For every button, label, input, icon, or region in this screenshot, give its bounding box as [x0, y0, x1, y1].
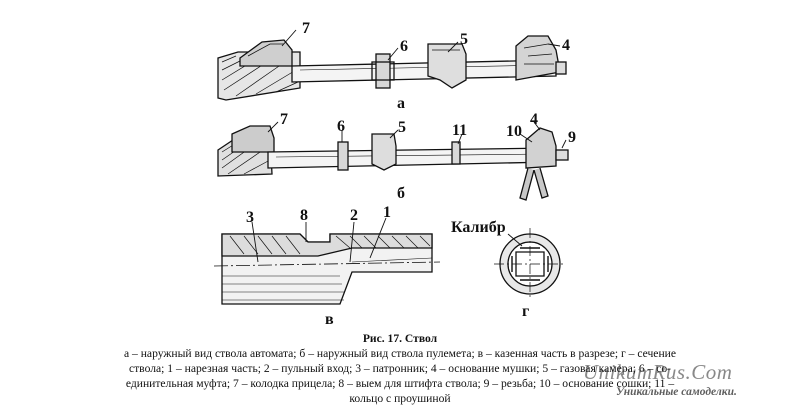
- label-b-6: 6: [337, 118, 345, 135]
- watermark-tagline: Уникальные самоделки.: [616, 386, 737, 398]
- label-v-2: 2: [350, 207, 358, 224]
- watermark-site: UnikumRus.Com: [583, 360, 733, 384]
- caption-line-4: кольцо с проушиной: [349, 392, 451, 405]
- label-a-4: 4: [562, 37, 570, 54]
- leader-lines: [267, 29, 567, 149]
- label-b-11: 11: [452, 122, 467, 139]
- caption-line-3: единительная муфта; 7 – колодка прицела;…: [125, 377, 675, 390]
- figure-a-drawing: [217, 35, 567, 101]
- caliber-label: Калибр: [451, 219, 506, 236]
- figure-caption: Рис. 17. Ствол а – наружный вид ствола а…: [60, 331, 740, 406]
- caption-title: Рис. 17. Ствол: [362, 332, 438, 345]
- label-b-7: 7: [280, 111, 288, 128]
- label-v-3: 3: [246, 209, 254, 226]
- figure-v-drawing: [213, 217, 441, 305]
- label-b-4: 4: [530, 111, 538, 128]
- label-a-5: 5: [460, 31, 468, 48]
- caption-line-2: ствола; 1 – нарезная часть; 2 – пульный …: [128, 362, 672, 375]
- figure-g-drawing: [494, 228, 566, 300]
- sub-label-v: в: [325, 311, 334, 328]
- label-b-5: 5: [398, 119, 406, 136]
- label-a-6: 6: [400, 38, 408, 55]
- label-v-1: 1: [383, 204, 391, 221]
- sub-label-a: а: [397, 95, 405, 112]
- label-a-7: 7: [302, 20, 310, 37]
- caption-line-1: а – наружный вид ствола автомата; б – на…: [123, 347, 677, 360]
- label-b-10: 10: [506, 123, 522, 140]
- figure-b-drawing: [217, 125, 569, 201]
- label-b-9: 9: [568, 129, 576, 146]
- sub-label-g: г: [522, 303, 529, 320]
- sub-label-b: б: [397, 185, 405, 202]
- label-v-8: 8: [300, 207, 308, 224]
